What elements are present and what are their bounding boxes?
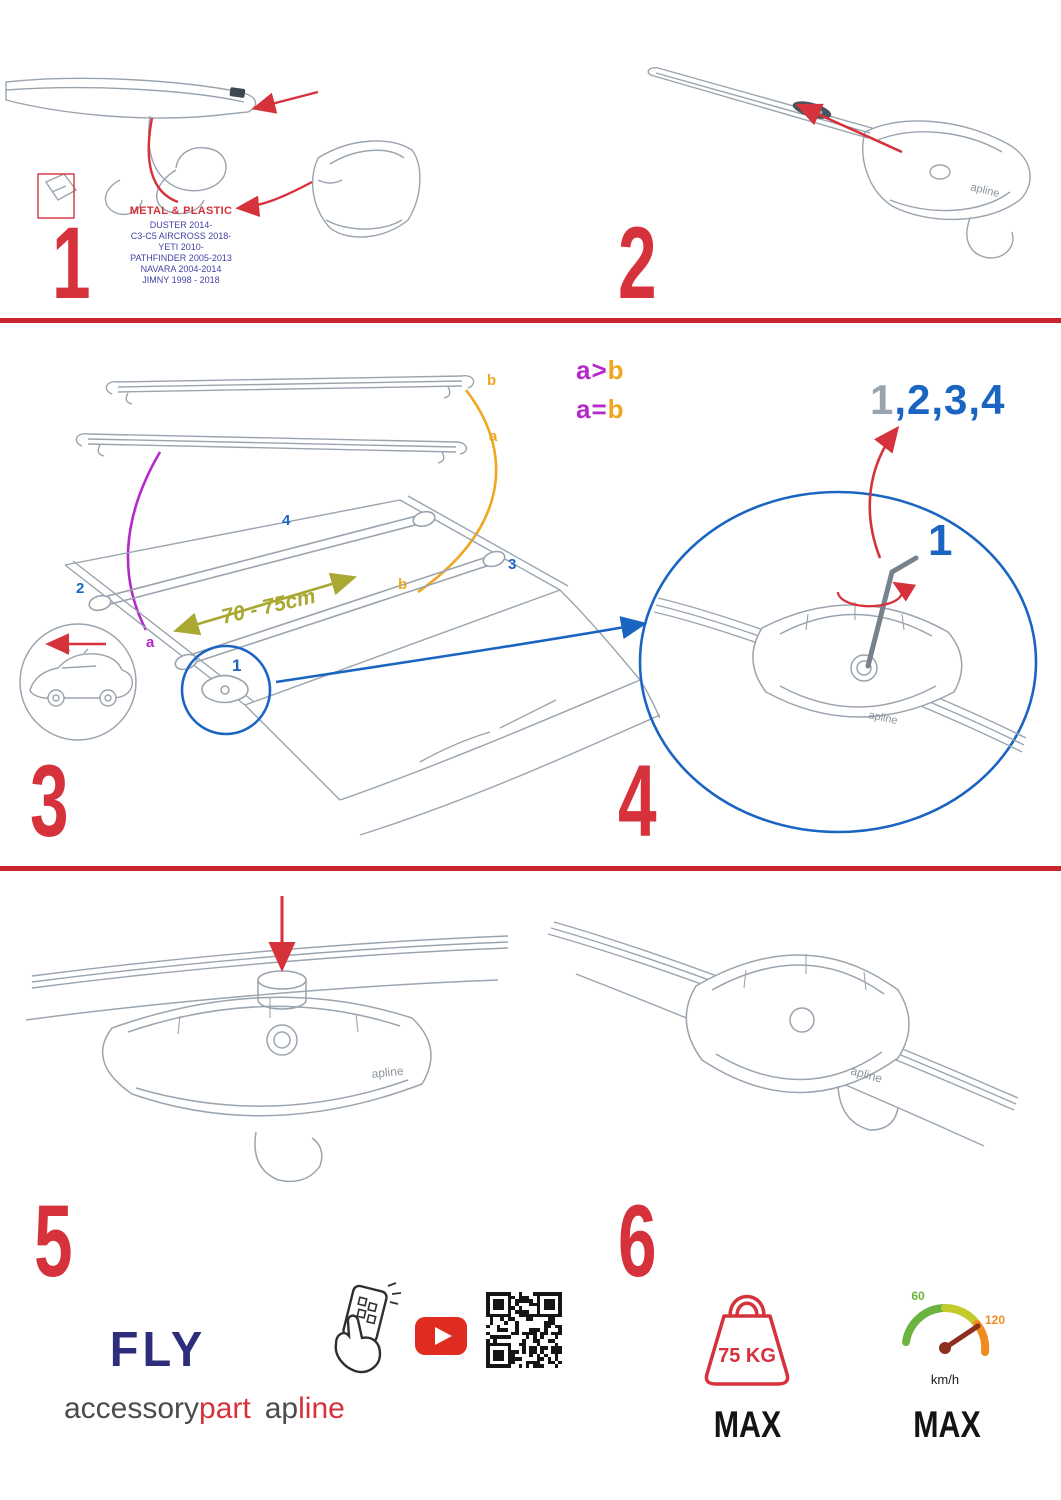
rule-a-equals-b: a=b [576, 394, 625, 425]
apline-foot-logo: apline [969, 181, 1000, 200]
step5-knob-sketch: apline [25, 896, 509, 1183]
weight-value: 75 KG [718, 1345, 776, 1367]
max-weight-icon: 75 KG [704, 1294, 790, 1386]
brand-part: part [199, 1392, 251, 1425]
compatibility-block: METAL & PLASTIC DUSTER 2014- C3-C5 AIRCR… [96, 205, 266, 286]
guide-curve-b [417, 389, 498, 594]
youtube-icon [415, 1317, 467, 1355]
step2-bar-slot-sketch: apline [647, 66, 1031, 259]
sequence-rest: ,2,3,4 [894, 376, 1006, 423]
step-number-2: 2 [618, 206, 657, 320]
tighten-sequence-label: 1,2,3,4 [870, 376, 1005, 424]
speed-high: 120 [985, 1313, 1005, 1327]
allen-key [865, 555, 919, 669]
bar-label-b: b [487, 372, 497, 389]
brand-ap: ap [264, 1392, 299, 1425]
foot-label-1: 1 [232, 656, 242, 675]
foot-clamp-sketch [685, 954, 910, 1131]
model-item: PATHFINDER 2005-2013 [130, 253, 232, 263]
loose-crossbars-sketch [75, 375, 475, 464]
model-item: JIMNY 1998 - 2018 [142, 275, 220, 285]
rule-a: a [576, 394, 592, 424]
step1-bar-foot-sketch [5, 77, 421, 238]
foot-clamp-sketch [101, 970, 432, 1183]
qr-code [486, 1292, 562, 1368]
step-number-5: 5 [34, 1184, 73, 1298]
rule-b: b [607, 355, 625, 385]
rule-a: a [576, 355, 592, 385]
sequence-callout-arrow [868, 425, 900, 559]
product-name: FLY [109, 1321, 207, 1377]
foot-highlight-circle [180, 644, 272, 736]
step3-roof-mounting-sketch [19, 375, 660, 836]
rule-b: b [607, 394, 625, 424]
step-number-1: 1 [52, 206, 91, 320]
crossbar-profile-sketch [5, 77, 257, 216]
scan-phone-icon [334, 1282, 402, 1374]
foot-label-2: 2 [76, 580, 85, 597]
car-roof-sketch [64, 495, 660, 836]
bar-sketch [647, 66, 873, 139]
brand-line: line [298, 1392, 345, 1425]
step6-mounted-foot-sketch: apline [547, 921, 1019, 1147]
bar-label-a: a [489, 428, 498, 445]
insert-arrow [795, 103, 903, 154]
apline-foot-logo: apline [371, 1064, 405, 1081]
endcap-cover-sketch [311, 140, 421, 238]
rule-a-greater-b: a>b [576, 355, 625, 386]
car-direction-inset [19, 623, 137, 741]
roof-label-a: a [146, 634, 155, 651]
model-item: C3-C5 AIRCROSS 2018- [130, 231, 232, 241]
foot-sketch [862, 120, 1031, 259]
foot-label-4: 4 [282, 512, 291, 529]
detail-callout-arrow [275, 616, 648, 684]
roof-label-b: b [398, 576, 408, 593]
foot-label-3: 3 [508, 556, 517, 573]
rule-op: > [591, 355, 608, 385]
step-number-3: 3 [30, 744, 69, 858]
step-number-6: 6 [618, 1184, 657, 1298]
step4-tightening-detail-sketch: apline [638, 425, 1038, 834]
detail-zoom-circle [638, 490, 1038, 834]
rail-sketch [25, 935, 509, 1021]
foot-clamp-sketch [752, 602, 963, 718]
weight-max-label: MAX [713, 1404, 782, 1445]
material-label: METAL & PLASTIC [129, 205, 233, 217]
speed-low: 60 [911, 1289, 925, 1303]
apline-foot-logo: apline [867, 709, 898, 727]
brand-accessory: accessory [64, 1392, 200, 1425]
first-foot-label: 1 [928, 516, 953, 565]
rule-op: = [591, 394, 608, 424]
speedometer-icon: 60 120 km/h [902, 1289, 1005, 1387]
speedometer-needle [942, 1323, 981, 1351]
speed-max-label: MAX [913, 1404, 981, 1445]
step-number-4: 4 [618, 744, 657, 858]
red-arrows [37, 90, 319, 219]
apline-logo-patch [229, 87, 246, 98]
sequence-first: 1 [870, 376, 895, 423]
section-divider [0, 318, 1061, 323]
model-item: YETI 2010- [158, 242, 204, 252]
section-divider [0, 866, 1061, 871]
model-item: NAVARA 2004-2014 [140, 264, 222, 274]
distance-arrow [173, 572, 357, 636]
guide-curve-a [126, 451, 162, 631]
rotate-arrow [836, 581, 917, 608]
speed-unit: km/h [931, 1372, 959, 1387]
model-item: DUSTER 2014- [149, 220, 213, 230]
